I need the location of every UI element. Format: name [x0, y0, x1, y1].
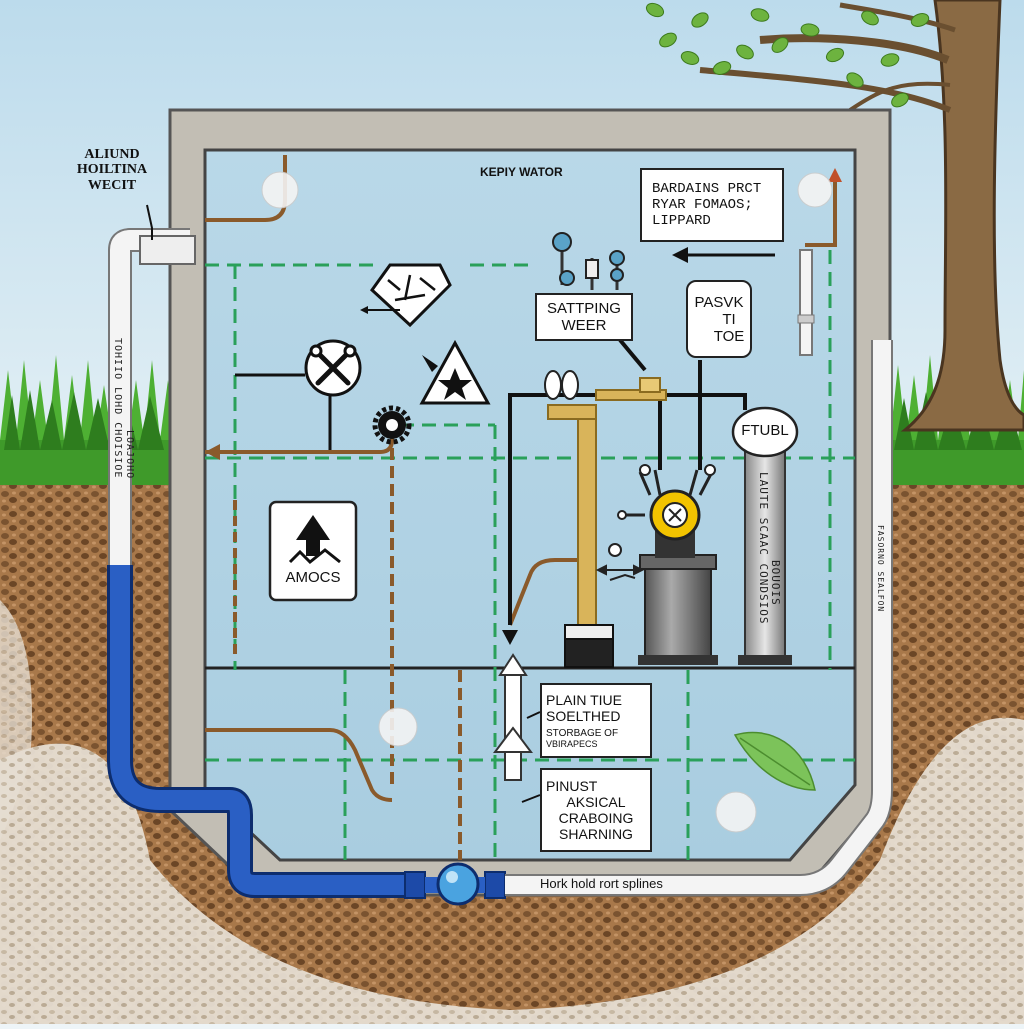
above-ground-line3: WECIT [87, 177, 137, 193]
pasvk-line1: PASVK [694, 293, 744, 311]
gauge-icons [552, 232, 625, 290]
pinust-line2: AKSICAL [566, 794, 626, 810]
gear-icon [372, 405, 412, 445]
pinust-line4: SHARNING [559, 826, 633, 842]
futbl-label: FTUBL [741, 422, 789, 439]
leaf-icon [733, 731, 816, 791]
pinust-line1: PINUST [546, 778, 598, 794]
above-ground-line2: HOILTINA [76, 162, 148, 178]
right-vertical-text: FASORNO SEALFON [876, 525, 885, 625]
column-vertical-text: LAUTE SCAAC CONDSIOS [757, 472, 770, 642]
top-right-callout: BARDAINS PRCT RYAR FOMAOS; LIPPARD [640, 168, 784, 242]
right-vertical-line: FASORNO SEALFON [876, 525, 885, 613]
gravel-left [0, 600, 32, 840]
tank-title: KEPIY WATOR [480, 165, 563, 179]
white-flow-arrow [493, 653, 533, 781]
pinust-callout: PINUST AKSICAL CRABOING SHARNING [540, 768, 652, 852]
gravel-bed [0, 717, 1024, 1024]
warning-triangle-icon [419, 339, 491, 405]
bubbles [261, 171, 833, 833]
outlet-pipe-inner [505, 340, 891, 894]
wrench-icon [235, 339, 362, 450]
coupler-icon [544, 370, 579, 400]
sampling-line1: SATTPING [547, 300, 621, 317]
diamond-icon [360, 263, 452, 328]
valve-icon [404, 862, 506, 906]
sampling-weer-box: SATTPING WEER [535, 293, 633, 341]
above-ground-line1: ALIUND [84, 147, 140, 162]
pasvk-box: PASVK TI TOE [686, 280, 752, 358]
plain-line3: STORBAGE OF [546, 728, 619, 739]
left-pipe-vertical-line1: TOHIIO LOHD CHOISIOE [112, 338, 123, 479]
plain-line1: PLAIN TIUE [546, 692, 622, 708]
column-vertical-line1: LAUTE SCAAC CONDSIOS [757, 472, 770, 625]
column-vertical-text2: BOUOIS [769, 560, 782, 650]
inlet-pipe [107, 228, 420, 898]
plain-line4: VBIRAPECS [546, 739, 598, 749]
black-arrow-down [502, 630, 518, 645]
gold-pipe [547, 377, 667, 668]
left-pipe-vertical-text2: LOAJOHO [124, 430, 135, 550]
pasvk-line3: TOE [713, 327, 745, 345]
top-right-line1: BARDAINS PRCT [652, 181, 762, 197]
left-pipe-vertical-line2: LOAJOHO [124, 430, 135, 480]
left-pipe-vertical-text: TOHIIO LOHD CHOISIOE [112, 338, 123, 558]
black-arrow-left-head [672, 247, 688, 263]
callout-lines [146, 204, 541, 803]
above-ground-label: ALIUND HOILTINA WECIT [62, 147, 162, 193]
filter-column [731, 406, 799, 665]
arrow-up-icon [296, 515, 330, 556]
amocs-box [268, 500, 358, 602]
brown-arrow-left [205, 444, 220, 460]
pump-icon [617, 464, 718, 665]
tree-icon [645, 0, 1024, 432]
bottom-pipe-label: Hork hold rort splines [540, 876, 663, 891]
top-right-line2: RYAR FOMAOS; [652, 197, 753, 213]
sampling-line2: WEER [561, 317, 607, 334]
vent-pipe [797, 249, 815, 356]
pasvk-line2: TI [722, 310, 736, 328]
orange-arrow-up [828, 168, 842, 182]
plain-storage-callout: PLAIN TIUE SOELTHED STORBAGE OF VBIRAPEC… [540, 683, 652, 758]
top-right-line3: LIPPARD [652, 213, 711, 229]
cog-icon [595, 543, 645, 581]
plain-line2: SOELTHED [546, 708, 621, 724]
pinust-line3: CRABOING [558, 810, 634, 826]
amocs-label: AMOCS [285, 569, 341, 586]
column-vertical-line2: BOUOIS [769, 560, 782, 606]
